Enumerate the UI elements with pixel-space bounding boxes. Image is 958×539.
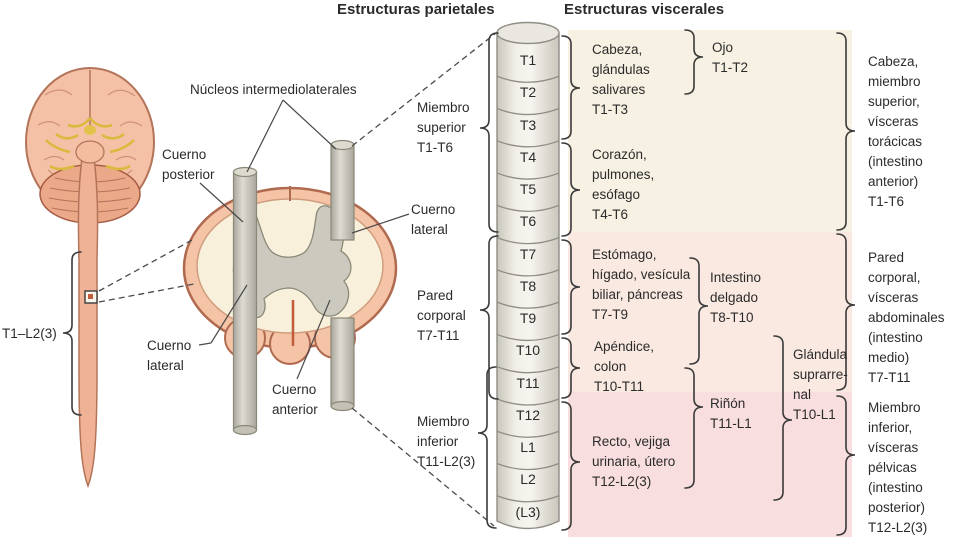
visceral-structures-header: Estructuras viscerales — [564, 1, 725, 18]
segment-label: T12 — [515, 407, 541, 423]
abdominal-region-box — [568, 232, 852, 392]
brace — [561, 401, 581, 531]
segment-label: (L3) — [515, 504, 541, 520]
anterior-horn-label: Cuerno anterior — [272, 382, 318, 417]
visceral-stomach-liver-label: Estómago, hígado, vesícula biliar, páncr… — [592, 247, 691, 322]
visceral-kidney-label: Riñón T11-L1 — [710, 396, 752, 431]
brace — [773, 335, 793, 501]
visceral-heart-lungs-label: Corazón, pulmones, esófago T4-T6 — [592, 147, 655, 222]
leader-line — [210, 284, 248, 344]
brace — [479, 32, 499, 233]
pelvic-region-box — [568, 392, 852, 537]
segment-label: T11 — [516, 375, 540, 391]
segment-label: T6 — [519, 213, 537, 229]
segment-label: T5 — [519, 181, 537, 197]
dashed-connector — [98, 238, 195, 292]
visceral-adrenal-label: Glándula suprarre- nal T10-L1 — [793, 347, 848, 422]
dashed-connector — [351, 407, 495, 527]
lateral-horn-label-lower: Cuerno lateral — [147, 338, 192, 373]
brace — [561, 142, 581, 237]
visceral-head-glands-label: Cabeza, glándulas salivares T1-T3 — [592, 42, 650, 117]
visceral-eye-label: Ojo T1-T2 — [712, 40, 749, 75]
brace — [836, 233, 856, 391]
segment-separator — [496, 269, 560, 277]
thoracic-region-box — [568, 30, 852, 232]
brace — [62, 251, 82, 416]
brace — [561, 35, 581, 140]
segment-label: T7 — [519, 246, 537, 262]
segment-separator — [496, 462, 560, 471]
segment-separator — [496, 301, 560, 309]
segment-label: T10 — [515, 342, 541, 358]
summary-abdominal-label: Pared corporal, vísceras abdominales (in… — [868, 250, 945, 385]
summary-pelvic-label: Miembro inferior, vísceras pélvicas (int… — [868, 400, 928, 535]
brace — [689, 257, 709, 365]
brace — [479, 235, 499, 400]
segment-separator — [496, 366, 560, 374]
spinal-column — [496, 21, 560, 530]
leader-line — [199, 182, 244, 223]
dashed-connector — [98, 283, 195, 303]
parietal-lower-limb-label: Miembro inferior T11-L2(3) — [417, 414, 476, 469]
visceral-small-intestine-label: Intestino delgado T8-T10 — [710, 270, 762, 325]
lateral-horn-label-upper: Cuerno lateral — [411, 202, 456, 237]
intermediolateral-nuclei-label: Núcleos intermediolaterales — [190, 82, 357, 97]
leader-line — [198, 342, 212, 346]
segment-label: T3 — [519, 117, 537, 133]
segment-label: T9 — [519, 310, 537, 326]
brace — [477, 366, 497, 529]
segment-label: L1 — [520, 439, 536, 455]
brace — [836, 32, 856, 231]
segment-separator — [496, 172, 560, 180]
brace — [561, 337, 581, 399]
parietal-upper-limb-label: Miembro superior T1-T6 — [417, 100, 470, 155]
parietal-body-wall-label: Pared corporal T7-T11 — [417, 288, 466, 343]
segment-label: T4 — [519, 149, 537, 165]
intermediolateral-cylinders — [232, 139, 355, 436]
leader-line — [282, 99, 337, 150]
segment-label: T2 — [519, 84, 537, 100]
segment-separator — [496, 495, 560, 503]
brace — [684, 29, 704, 95]
brain-illustration — [25, 67, 155, 489]
segment-separator — [496, 430, 560, 438]
spinal-cord — [77, 157, 99, 489]
dashed-connector — [351, 32, 497, 147]
leader-line — [351, 213, 410, 234]
leader-line — [246, 99, 284, 173]
segment-separator — [496, 140, 560, 148]
parietal-structures-header: Estructuras parietales — [337, 1, 495, 18]
segment-label: T8 — [519, 278, 537, 294]
segment-separator — [496, 398, 560, 406]
cord-range-label: T1–L2(3) — [2, 326, 57, 341]
segment-separator — [496, 204, 560, 212]
brace — [684, 367, 704, 489]
visceral-rectum-label: Recto, vejiga urinaria, útero T12-L2(3) — [592, 434, 676, 489]
summary-thoracic-label: Cabeza, miembro superior, vísceras torác… — [868, 54, 923, 209]
cranial-nerves — [45, 117, 135, 171]
segment-label: L2 — [520, 471, 536, 487]
visceral-appendix-colon-label: Apéndice, colon T10-T11 — [594, 339, 655, 394]
leader-line — [296, 299, 331, 380]
cross-section-illustration — [182, 139, 398, 436]
segment-separator — [496, 75, 560, 83]
segment-separator — [496, 107, 560, 116]
brace — [561, 239, 581, 335]
brace — [836, 395, 856, 536]
segment-separator — [496, 333, 560, 342]
segment-separator — [496, 237, 560, 245]
segment-label: T1 — [519, 52, 537, 68]
posterior-horn-label: Cuerno posterior — [162, 147, 215, 182]
